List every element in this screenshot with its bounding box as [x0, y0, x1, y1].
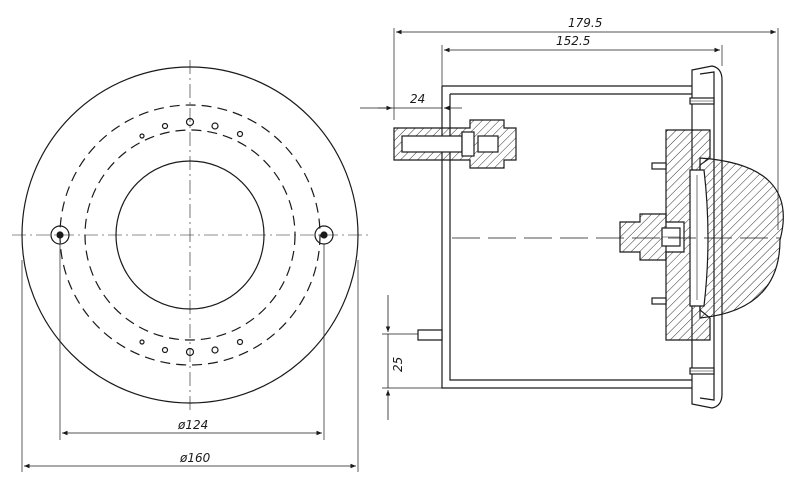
drain-pin — [417, 329, 443, 341]
lamp-socket — [619, 213, 667, 261]
dimension-body-length-label: 152.5 — [556, 34, 590, 48]
side-section-view — [378, 28, 784, 409]
dimension-fitting-offset: 24 — [360, 92, 462, 111]
dimension-overall-length-label: 179.5 — [568, 16, 602, 30]
dimension-bottom-offset: 25 — [382, 295, 442, 420]
dimension-body-length: 152.5 — [444, 34, 720, 53]
lens-glass — [689, 169, 709, 307]
dimension-bolt-circle: ø124 — [61, 418, 322, 436]
bottom-hole-row — [139, 338, 244, 357]
front-view — [12, 60, 368, 472]
dimension-outer-diameter: ø160 — [24, 451, 356, 469]
dimension-bottom-offset-label: 25 — [391, 357, 405, 372]
dimension-fitting-offset-label: 24 — [410, 92, 425, 106]
holder-screws — [651, 162, 667, 305]
flange-screws-top — [689, 97, 715, 375]
dimension-outer-diameter-label: ø160 — [179, 451, 211, 465]
dimension-overall-length: 179.5 — [396, 16, 776, 35]
dimension-bolt-circle-label: ø124 — [177, 418, 208, 432]
top-hole-row — [139, 117, 244, 139]
